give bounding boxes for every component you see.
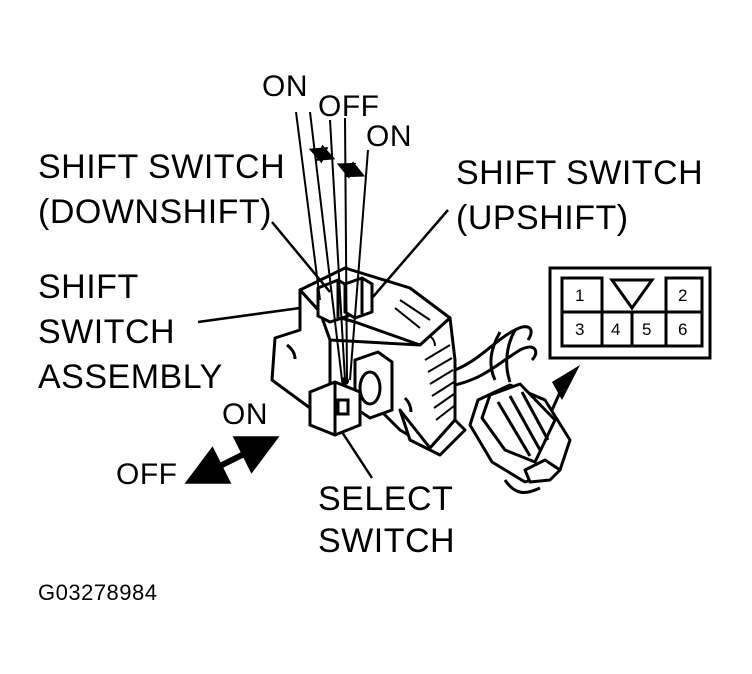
wire-harness: [454, 325, 538, 387]
off-label: OFF: [318, 90, 380, 123]
on-right-label: ON: [366, 120, 412, 153]
pivot-point: [341, 377, 349, 385]
shift-switch-upshift-line2: (UPSHIFT): [456, 199, 629, 237]
mount-hole-right: [429, 335, 436, 347]
mount-hole-left: [286, 343, 297, 360]
select-direction-arrow: [184, 436, 280, 484]
shift-switch-assembly-line2: SWITCH: [38, 313, 176, 351]
shift-switch-buttons: [316, 276, 374, 324]
shift-switch-downshift-line2: (DOWNSHIFT): [38, 193, 273, 231]
shift-switch-upshift-line1: SHIFT SWITCH: [456, 154, 704, 192]
connector-pinout-box: [548, 266, 712, 360]
select-switch-line2: SWITCH: [318, 522, 456, 560]
shift-switch-downshift-line1: SHIFT SWITCH: [38, 148, 286, 186]
shift-switch-assembly-line3: ASSEMBLY: [38, 358, 223, 396]
pin-3-label: 3: [575, 320, 585, 339]
pin-1-label: 1: [575, 286, 585, 305]
select-switch-line1: SELECT: [318, 480, 454, 518]
select-off-label: OFF: [116, 458, 178, 491]
shift-switch-assembly-line1: SHIFT: [38, 268, 139, 306]
range-arrows: [308, 144, 366, 179]
select-switch-knob: [308, 350, 394, 437]
on-left-label: ON: [262, 70, 308, 103]
pin-6-label: 6: [678, 320, 688, 339]
connector-pointer-line: [550, 387, 564, 411]
leader-lines: [197, 209, 449, 479]
wire-connector: [468, 382, 572, 484]
pin-2-label: 2: [678, 286, 688, 305]
mount-hole-front: [403, 396, 413, 413]
assembly-shading: [394, 299, 455, 421]
figure-code: G03278984: [38, 580, 158, 605]
select-on-label: ON: [222, 398, 268, 431]
pin-4-label: 4: [611, 320, 621, 339]
connector-pointer-head: [552, 365, 580, 400]
pin-5-label: 5: [642, 320, 652, 339]
connector-tail: [503, 479, 541, 494]
